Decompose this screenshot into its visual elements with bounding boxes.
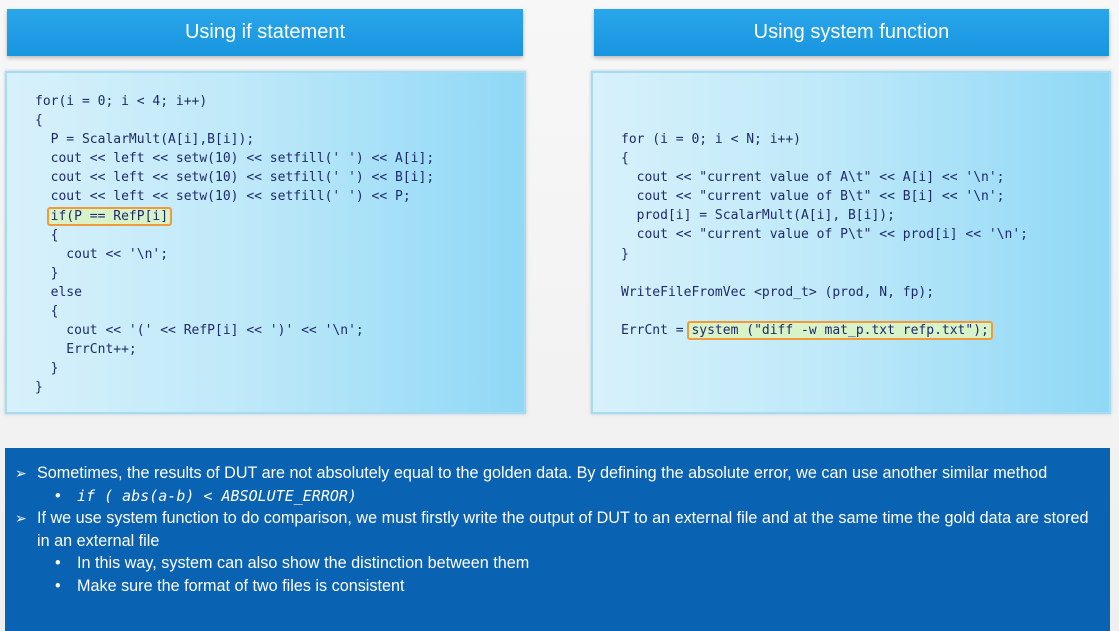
left-header-bar: Using if statement	[7, 9, 523, 56]
code-line: for(i = 0; i < 4; i++)	[35, 94, 208, 109]
code-line: for (i = 0; i < N; i++)	[621, 132, 802, 147]
code-line: cout << '(' << RefP[i] << ')' << '\n';	[35, 323, 364, 339]
code-line: else	[35, 284, 82, 300]
bullet-item: ➢ If we use system function to do compar…	[15, 507, 1100, 552]
code-line: }	[35, 361, 59, 377]
code-line: cout << left << setw(10) << setfill(' ')…	[35, 151, 435, 167]
system-function-code-block: for (i = 0; i < N; i++) { cout << "curre…	[621, 130, 1028, 340]
code-line: {	[621, 151, 629, 167]
arrow-bullet-icon: ➢	[15, 465, 27, 481]
dot-bullet-icon: •	[55, 576, 61, 595]
system-function-code-panel: for (i = 0; i < N; i++) { cout << "curre…	[591, 71, 1111, 414]
bullet-text: Sometimes, the results of DUT are not ab…	[37, 464, 1048, 482]
dot-bullet-icon: •	[55, 486, 61, 505]
if-statement-code-block: for(i = 0; i < 4; i++) { P = ScalarMult(…	[35, 92, 434, 398]
code-line: cout << "current value of P\t" << prod[i…	[621, 227, 1028, 243]
code-line: }	[35, 265, 59, 281]
code-line: ErrCnt++;	[35, 342, 137, 358]
code-line: ErrCnt =	[621, 322, 692, 338]
code-line: }	[35, 380, 43, 396]
code-line: cout << left << setw(10) << setfill(' ')…	[35, 170, 435, 186]
sub-bullet-code: if ( abs(a-b) < ABSOLUTE_ERROR)	[77, 486, 357, 505]
code-line: WriteFileFromVec <prod_t> (prod, N, fp);	[621, 284, 935, 300]
arrow-bullet-icon: ➢	[15, 510, 27, 527]
code-line: cout << "current value of A\t" << A[i] <…	[621, 170, 1005, 186]
left-header-title: Using if statement	[184, 21, 346, 43]
right-header-title: Using system function	[753, 21, 950, 43]
sub-bullet-item: • Make sure the format of two files is c…	[15, 575, 1100, 598]
if-condition-highlight: if(P == RefP[i]	[46, 206, 173, 226]
if-statement-code-panel: for(i = 0; i < 4; i++) { P = ScalarMult(…	[5, 71, 526, 414]
code-line: prod[i] = ScalarMult(A[i], B[i]);	[621, 208, 895, 224]
sub-bullet-item: • if ( abs(a-b) < ABSOLUTE_ERROR)	[15, 485, 1100, 508]
code-line: {	[35, 227, 59, 243]
code-line: cout << '\n';	[35, 246, 169, 262]
sub-bullet-text: In this way, system can also show the di…	[77, 554, 530, 573]
sub-bullet-text: Make sure the format of two files is con…	[77, 576, 405, 595]
code-line: {	[35, 113, 43, 129]
code-line: P = ScalarMult(A[i],B[i]);	[35, 132, 255, 148]
system-call-highlight: system ("diff -w mat_p.txt refp.txt");	[687, 320, 993, 340]
code-line: cout << "current value of B\t" << B[i] <…	[621, 189, 1005, 205]
code-line: cout << left << setw(10) << setfill(' ')…	[35, 189, 411, 205]
bullet-item: ➢ Sometimes, the results of DUT are not …	[15, 462, 1100, 485]
sub-bullet-item: • In this way, system can also show the …	[15, 552, 1100, 575]
dot-bullet-icon: •	[55, 554, 61, 573]
bullet-text: If we use system function to do comparis…	[37, 509, 1089, 550]
right-header-bar: Using system function	[594, 9, 1109, 56]
code-line: }	[621, 246, 629, 262]
code-line: {	[35, 304, 59, 320]
notes-box: ➢ Sometimes, the results of DUT are not …	[5, 448, 1110, 631]
